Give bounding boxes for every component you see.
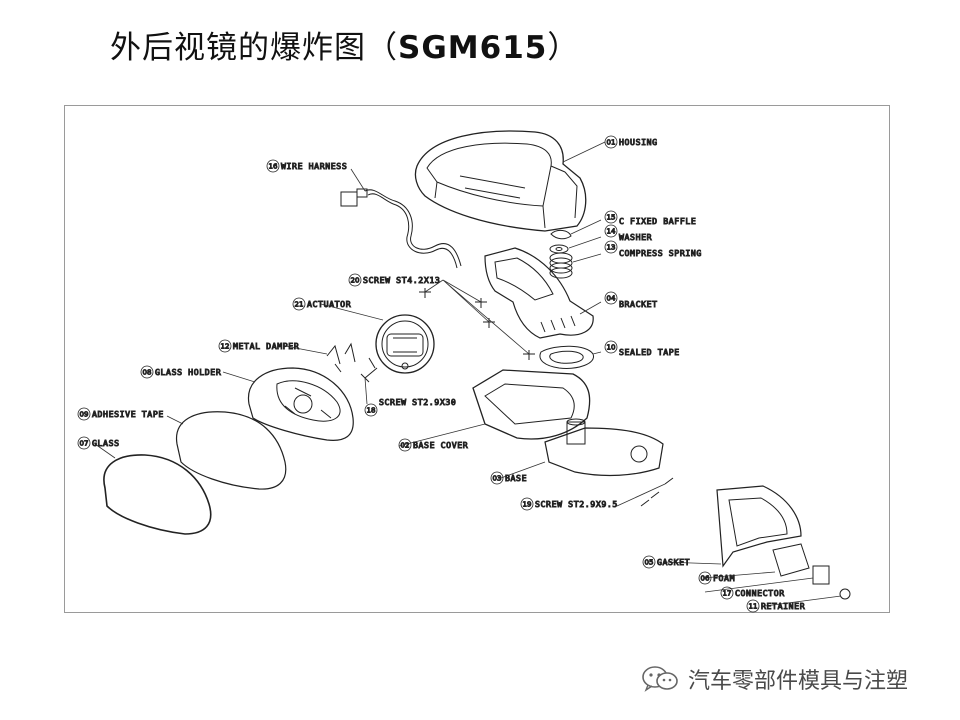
part-metal-damper [326,342,356,373]
callout-05-label: GASKET [657,557,690,567]
callout-08-number: 08 [143,369,152,377]
callout-20-label: SCREW ST4.2X13 [363,275,440,285]
part-retainer [839,588,851,600]
part-sealed-tape [539,345,594,369]
callout-02-label: BASE COVER [413,440,468,450]
watermark: 汽车零部件模具与注塑 [640,664,940,694]
part-wire-harness [340,188,462,269]
part-baffle-washer-spring [549,229,573,279]
slide-title: 外后视镜的爆炸图（SGM615） [110,22,579,67]
callout-19-number: 19 [523,501,532,509]
part-adhesive-tape [176,411,287,490]
callout-11-label: RETAINER [761,601,805,611]
watermark-text: 汽车零部件模具与注塑 [688,669,909,694]
part-screws-st29x30 [360,357,378,383]
callout-18-number: 18 [367,407,376,415]
part-base-cover [472,369,591,440]
callout-16-label: WIRE HARNESS [281,161,347,171]
callout-01-label: HOUSING [619,137,658,147]
callout-02-number: 02 [401,442,410,450]
callout-07-number: 07 [80,440,89,448]
part-glass [103,454,212,535]
callout-14-number: 14 [607,228,616,236]
callout-21-number: 21 [295,301,304,309]
callout-15-label: C FIXED BAFFLE [619,216,696,226]
callout-07-label: GLASS [92,438,120,448]
callout-19-label: SCREW ST2.9X9.5 [535,499,618,509]
callout-16-number: 16 [269,163,278,171]
callout-03-number: 03 [493,475,502,483]
part-housing [414,130,587,232]
callout-21-label: ACTUATOR [307,299,351,309]
part-bracket [484,247,594,339]
part-glass-holder [247,367,354,441]
callout-09-label: ADHESIVE TAPE [92,409,164,419]
callout-17-number: 17 [723,590,732,598]
callout-04-number: 04 [607,295,616,303]
part-foam [772,543,810,577]
callout-14-label: WASHER [619,232,652,242]
callout-20-number: 20 [351,277,360,285]
callout-04-label: BRACKET [619,299,658,309]
part-actuator [375,314,435,374]
callout-01-number: 01 [607,139,616,147]
callout-13-number: 13 [607,244,616,252]
callout-05-number: 05 [645,559,654,567]
part-screws-st4 [419,288,535,360]
callout-10-label: SEALED TAPE [619,347,680,357]
callout-17-label: CONNECTOR [735,588,785,598]
title-close: ） [547,30,580,66]
title-model: SGM615 [398,30,548,66]
callout-10-number: 10 [607,344,616,352]
callout-18-label: SCREW ST2.9X30 [379,397,456,407]
wechat-icon [642,666,678,692]
callout-03-label: BASE [505,473,527,483]
callout-08-label: GLASS HOLDER [155,367,221,377]
callout-15-number: 15 [607,214,616,222]
leader-lines [94,141,842,607]
part-screws-st29x95 [640,477,674,507]
part-gasket [716,485,802,568]
callout-12-label: METAL DAMPER [233,341,299,351]
title-text: 外后视镜的爆炸图（ [110,30,398,66]
callout-12-number: 12 [221,343,230,351]
part-base [544,418,664,477]
callout-06-label: FOAM [713,573,735,583]
callout-13-label: COMPRESS SPRING [619,248,702,258]
callout-06-number: 06 [701,575,710,583]
callout-09-number: 09 [80,411,89,419]
part-connector [812,565,830,585]
callout-11-number: 11 [749,603,758,611]
